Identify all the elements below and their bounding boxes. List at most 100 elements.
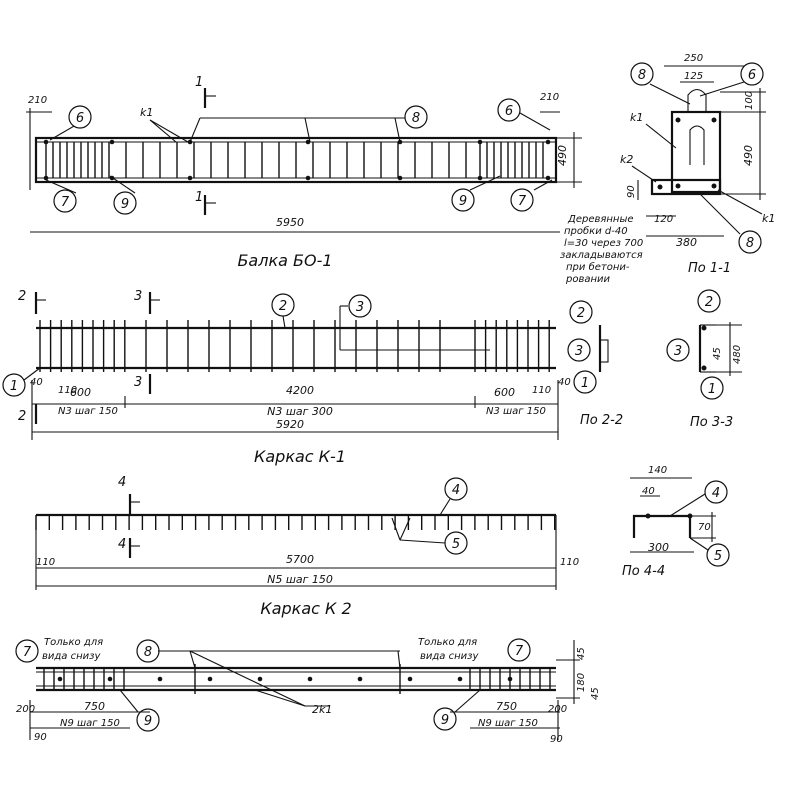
frame-k1: 110 110 40 40 600 4200 600 N3 шаг 150 N3…: [2, 289, 571, 466]
plan-pitch-left: N9 шаг 150: [60, 718, 120, 729]
plan-dim-right-1: 45: [576, 647, 587, 660]
s33-callout-2: 2: [705, 295, 713, 310]
k2-pitch: N5 шаг 150: [267, 573, 333, 586]
beam-title: Балка БО-1: [237, 251, 332, 270]
frame-k2-bars: [35, 515, 556, 530]
beam-callout-7-right: 7: [518, 194, 527, 209]
k1-dim-total: 5920: [276, 418, 304, 431]
k1-dim-mid: 4200: [286, 384, 314, 397]
beam-section-mark-top: 1: [195, 75, 203, 90]
plan-view: Только для вида снизу Только для вида сн…: [15, 637, 601, 745]
section-4-4-title: По 4-4: [622, 564, 665, 579]
k1-dim-110a: 110: [58, 385, 77, 396]
section-1-1-label-k2: k2: [620, 153, 633, 166]
beam-callout-9-right: 9: [459, 194, 467, 209]
plan-dim-750-left: 750: [84, 700, 105, 713]
beam-node: [545, 139, 551, 145]
k1-mark-3-bottom: 3: [134, 375, 142, 390]
plan-node: [57, 676, 63, 682]
k1-dim-40-right: 40: [558, 377, 571, 388]
k2-dim-inner: 5700: [286, 553, 314, 566]
beam-callout-9-left: 9: [121, 197, 129, 212]
section-1-1-callout-8-bottom: 8: [746, 236, 754, 251]
beam-node: [545, 175, 551, 181]
section-1-1-label-k1a: k1: [630, 111, 643, 124]
section-1-1-title: По 1-1: [688, 261, 731, 276]
k1-mark-3-top: 3: [134, 289, 142, 304]
s44-callout-4: 4: [712, 486, 720, 501]
section-4-4: 140 40 70 300 4 5 По 4-4: [622, 465, 730, 579]
section-1-1-dim-90: 90: [626, 185, 637, 198]
plan-note-left-1: Только для: [44, 637, 103, 648]
k2-title: Каркас К 2: [260, 599, 351, 618]
s44-dim-70: 70: [698, 522, 711, 533]
k2-mark-4-bottom: 4: [118, 537, 126, 552]
plan-callout-9-right: 9: [441, 713, 449, 728]
beam-note-line-6: ровании: [565, 274, 611, 285]
plan-node: [107, 676, 113, 682]
beam-note-line-3: l=30 через 700: [564, 238, 643, 249]
k1-dim-110b: 110: [532, 385, 551, 396]
plan-label-2k1: 2k1: [312, 703, 332, 716]
beam-note-line-5: при бетони-: [566, 261, 630, 273]
section-1-1-callout-8-top: 8: [638, 68, 646, 83]
section-1-1-dim-380: 380: [676, 236, 697, 249]
plan-note-left-2: вида снизу: [42, 651, 101, 662]
section-1-1-label-k1b: k1: [762, 212, 775, 225]
section-1-1-dim-490: 490: [742, 145, 755, 166]
section-3-3: 480 45 2 3 1 По 3-3: [666, 289, 743, 430]
k1-callout-2: 2: [279, 299, 287, 314]
beam-node: [43, 139, 49, 145]
beam-note-line-2: пробки d-40: [564, 225, 628, 237]
k1-mark-2-bottom: 2: [18, 409, 26, 424]
beam-note: Деревянные пробки d-40 l=30 через 700 за…: [560, 214, 643, 285]
beam-stirrups: [43, 139, 551, 181]
section-1-1-dim-100: 100: [744, 91, 755, 110]
plan-note-right-2: вида снизу: [420, 651, 479, 662]
plan-callout-8: 8: [144, 645, 152, 660]
k1-pitch-mid: N3 шаг 300: [267, 405, 333, 418]
k1-title: Каркас К-1: [254, 447, 346, 466]
s44-dim-140: 140: [648, 465, 667, 476]
k2-dim-end-left: 110: [36, 557, 55, 568]
plan-dim-200-left: 200: [16, 704, 35, 715]
beam-node: [477, 139, 483, 145]
k2-mark-4-top: 4: [118, 475, 126, 490]
k1-callout-1: 1: [10, 379, 18, 394]
frame-k1-bars: [39, 320, 550, 372]
section-1-1-dim-inner: 125: [684, 71, 703, 82]
k1-callout-3: 3: [356, 300, 364, 315]
beam-dim-end-right: 210: [540, 92, 559, 103]
beam-note-line-1: Деревянные: [567, 214, 634, 225]
section-2-2: 2 3 1 По 2-2: [567, 300, 623, 428]
beam-node: [397, 175, 403, 181]
section-1-1-callout-6: 6: [748, 68, 756, 83]
s44-dim-300: 300: [648, 541, 669, 554]
plan-node: [457, 676, 463, 682]
plan-pitch-right: N9 шаг 150: [478, 718, 538, 729]
s44-dim-40: 40: [642, 486, 655, 497]
beam-label-k1: k1: [140, 106, 153, 119]
plan-bars: [43, 664, 551, 694]
s33-dim-45: 45: [712, 347, 723, 360]
k2-callout-5: 5: [452, 537, 460, 552]
k2-dim-end-right: 110: [560, 557, 579, 568]
plan-node: [157, 676, 163, 682]
section-1-1: 250 125 100 490 90 120 380 k1 k2 k1 8 6 …: [620, 53, 775, 276]
s33-callout-1: 1: [708, 382, 716, 397]
beam-node: [109, 139, 115, 145]
beam-outline: [34, 136, 558, 184]
s22-callout-2: 2: [577, 306, 585, 321]
beam-dim-end-left: 210: [28, 95, 47, 106]
k1-pitch-left: N3 шаг 150: [58, 406, 118, 417]
plan-node: [207, 676, 213, 682]
section-2-2-title: По 2-2: [580, 413, 623, 428]
beam-callout-6-right: 6: [505, 104, 513, 119]
section-1-1-dim-120: 120: [654, 214, 673, 225]
plan-dim-750-right: 750: [496, 700, 517, 713]
plan-callout-7-left: 7: [23, 645, 32, 660]
plan-dim-90-left: 90: [34, 732, 47, 743]
frame-k2: 110 110 5700 N5 шаг 150 4 4 4 5 Каркас К…: [35, 475, 579, 618]
plan-node: [257, 676, 263, 682]
